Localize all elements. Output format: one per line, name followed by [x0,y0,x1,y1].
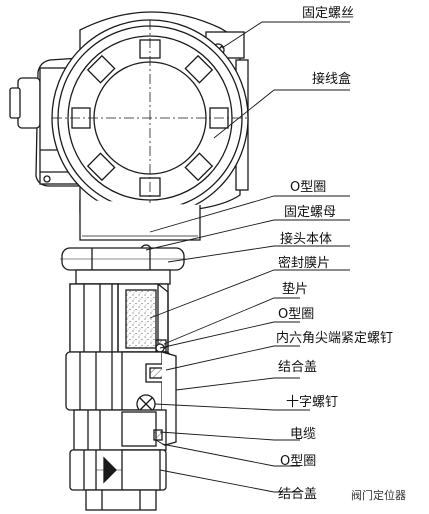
leader-o-ring-3 [161,443,300,467]
leader-lines [145,21,350,493]
leader-junction-box [213,89,350,139]
leader-connector-body [167,245,350,263]
leader-hex-set-screw [165,345,300,371]
cable-section [73,409,167,451]
label-gasket: 垫片 [282,282,309,297]
leader-cross-screw [154,403,310,411]
label-fixing-nut: 固定螺母 [284,205,337,220]
leader-fixing-screw [221,21,350,49]
cable-end [85,489,157,511]
leader-o-ring-1 [149,195,350,233]
leader-fixing-nut [145,219,350,251]
leader-joint-cap-1 [175,377,300,391]
connector-body [69,269,171,353]
leader-o-ring-2 [159,321,300,349]
label-o-ring-2: O型圈 [278,307,315,322]
label-cable: 电缆 [290,427,317,442]
fixing-nut [60,247,186,271]
cover-circle [51,19,249,217]
housing-neck [79,200,201,256]
label-junction-box: 接线盒 [312,72,352,87]
label-o-ring-3: O型圈 [280,454,317,469]
label-joint-cap-2: 结合盖 [278,487,318,502]
leader-cable [159,431,300,441]
label-fixing-screw: 固定螺丝 [302,6,355,21]
leader-gasket [163,297,300,345]
label-cross-screw: 十字螺钉 [286,395,339,410]
gasket-area [155,339,167,353]
label-joint-cap-1: 结合盖 [278,360,318,375]
label-connector-body: 接头本体 [280,232,333,247]
leader-joint-cap-2 [159,469,300,493]
joint-cap-lower [69,449,167,491]
leader-seal-diaphragm [149,269,350,319]
label-o-ring-1: O型圈 [290,180,327,195]
label-hex-set-screw: 内六角尖端紧定螺钉 [276,331,394,346]
watermark: 阀门定位器 [348,486,409,504]
label-seal-diaphragm: 密封膜片 [278,256,331,271]
